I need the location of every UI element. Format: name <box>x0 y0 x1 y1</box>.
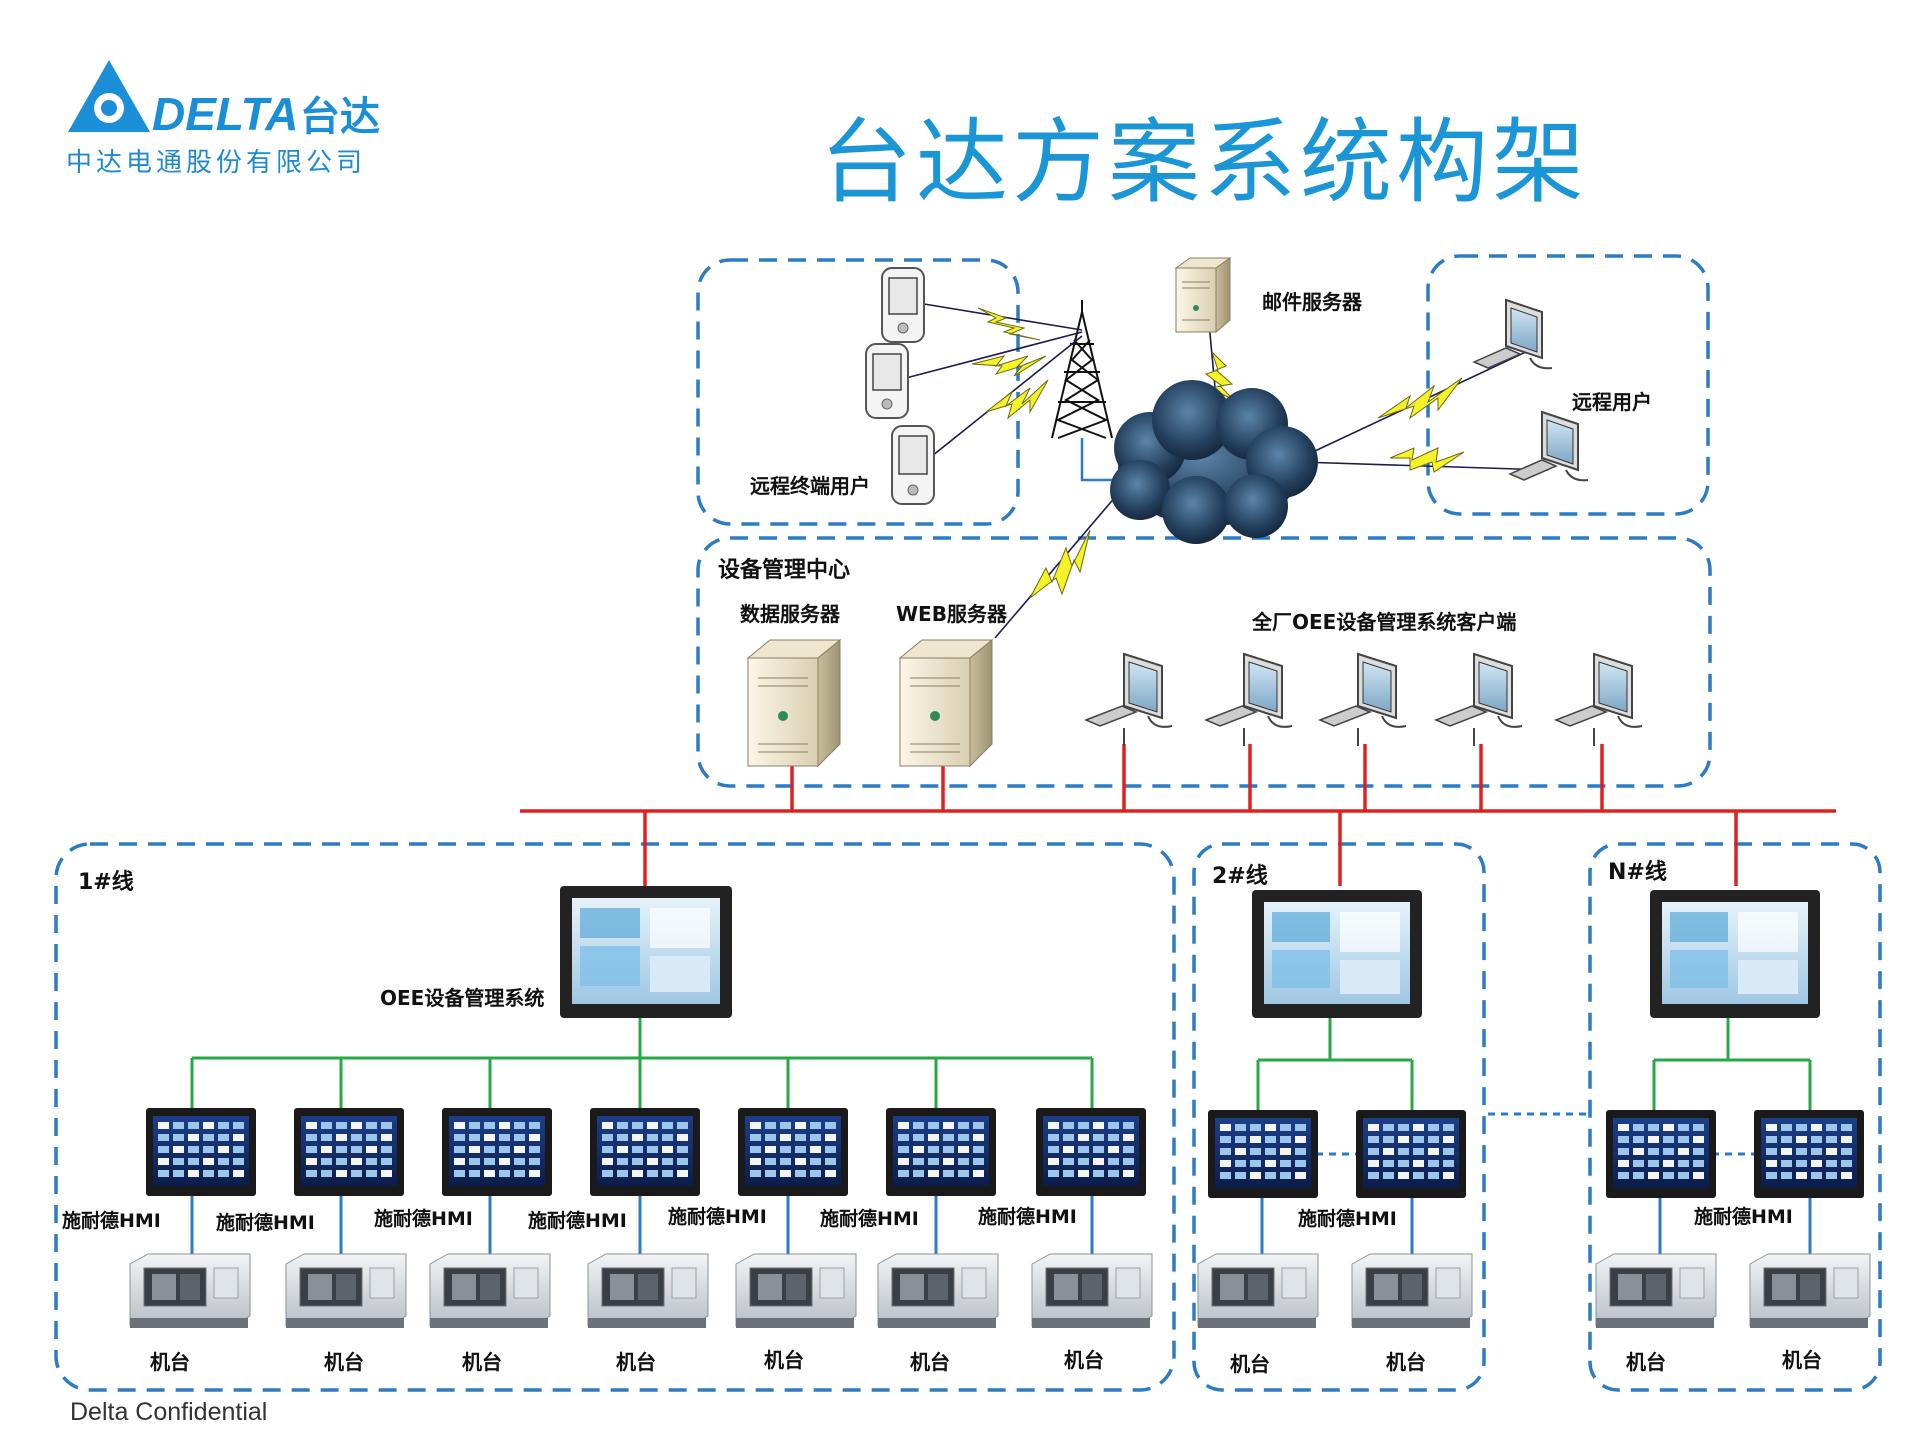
remote-terminal-label: 远程终端用户 <box>750 474 870 498</box>
hmi-panel-icon <box>1606 1110 1716 1198</box>
remote-terminal-region <box>696 258 1020 526</box>
line1-region <box>54 842 1176 1392</box>
machine-icon <box>1749 1253 1871 1328</box>
hmi-label: 施耐德HMI <box>668 1206 767 1228</box>
machine-label: 机台 <box>1782 1348 1822 1372</box>
delta-logo: DELTA 台达 <box>68 60 380 140</box>
machine-icon <box>1351 1253 1473 1328</box>
hmi-label: 施耐德HMI <box>528 1210 627 1232</box>
machine-icon <box>735 1253 857 1328</box>
machine-label: 机台 <box>910 1350 950 1374</box>
hmi-panels <box>146 1108 1864 1254</box>
hmi-panel-icon <box>1036 1108 1146 1196</box>
page-title: 台达方案系统构架 <box>820 109 1589 216</box>
data-server-icon <box>746 638 842 768</box>
management-center-title: 设备管理中心 <box>718 558 851 583</box>
client-pc-icon <box>1554 652 1643 746</box>
hmi-label: 施耐德HMI <box>374 1208 473 1230</box>
logo-text: DELTA <box>152 88 299 140</box>
hmi-label: 施耐德HMI <box>1298 1208 1397 1230</box>
remote-users-label: 远程用户 <box>1572 390 1652 414</box>
machine-icon <box>129 1253 251 1328</box>
line2-fieldbus <box>1256 1018 1414 1110</box>
mail-server-icon <box>1174 257 1232 334</box>
hmi-label: 施耐德HMI <box>1694 1206 1793 1228</box>
logo-cn: 台达 <box>300 94 380 140</box>
tower-cable <box>1080 438 1122 482</box>
machine-icon <box>1197 1253 1319 1328</box>
hmi-panel-icon <box>1754 1110 1864 1198</box>
machine-label: 机台 <box>764 1348 804 1372</box>
machine-label: 机台 <box>1386 1350 1426 1374</box>
line1-label: 1#线 <box>78 870 134 895</box>
oee-monitor-lineN <box>1650 890 1820 1018</box>
hmi-panel-icon <box>590 1108 700 1196</box>
machine-label: 机台 <box>462 1350 502 1374</box>
remote-user-computers <box>1472 298 1589 482</box>
hmi-panel-icon <box>294 1108 404 1196</box>
oee-monitor-line2 <box>1252 890 1422 1018</box>
hmi-label: 施耐德HMI <box>978 1206 1077 1228</box>
lineN-fieldbus <box>1652 1018 1812 1110</box>
mobile-phones <box>865 267 935 505</box>
hmi-label: 施耐德HMI <box>820 1208 919 1230</box>
machine-label: 机台 <box>1064 1348 1104 1372</box>
oee-system-label: OEE设备管理系统 <box>380 986 545 1010</box>
oee-clients-label: 全厂OEE设备管理系统客户端 <box>1252 610 1517 634</box>
remote-users-region <box>1426 254 1710 516</box>
machine-icon <box>877 1253 999 1328</box>
line2-label: 2#线 <box>1212 864 1268 889</box>
internet-cloud-icon <box>1110 380 1318 544</box>
lineN-label: N#线 <box>1608 860 1667 885</box>
hmi-panel-icon <box>442 1108 552 1196</box>
region-borders <box>54 254 1882 1392</box>
client-pc-icon <box>1084 652 1173 746</box>
machine-label: 机台 <box>324 1350 364 1374</box>
hmi-panel-icon <box>738 1108 848 1196</box>
machine-icon <box>1595 1253 1717 1328</box>
machine-icon <box>1031 1253 1153 1328</box>
hmi-panel-icon <box>1356 1110 1466 1198</box>
machine-icon <box>587 1253 709 1328</box>
hmi-label: 施耐德HMI <box>62 1210 161 1232</box>
footer-confidential: Delta Confidential <box>70 1398 268 1426</box>
web-server-label: WEB服务器 <box>896 602 1007 626</box>
client-pc-icon <box>1434 652 1523 746</box>
machine-icon <box>285 1253 407 1328</box>
machines <box>129 1253 1871 1328</box>
machine-label: 机台 <box>1230 1352 1270 1376</box>
lightning-icons <box>971 307 1465 599</box>
web-server-icon <box>898 638 994 768</box>
data-server-label: 数据服务器 <box>740 602 840 626</box>
line1-fieldbus <box>190 1016 1094 1108</box>
machine-label: 机台 <box>1626 1350 1666 1374</box>
client-pc-icon <box>1204 652 1293 746</box>
hmi-panel-icon <box>1208 1110 1318 1198</box>
machine-label: 机台 <box>150 1350 190 1374</box>
machine-icon <box>429 1253 551 1328</box>
company-name: 中达电通股份有限公司 <box>66 148 367 178</box>
client-pc-icon <box>1318 652 1407 746</box>
mail-server-label: 邮件服务器 <box>1262 290 1362 314</box>
client-pcs <box>1084 652 1643 746</box>
oee-monitor-line1 <box>560 886 732 1018</box>
ethernet-backbone <box>520 744 1836 886</box>
radio-tower-icon <box>1051 300 1113 439</box>
machine-label: 机台 <box>616 1350 656 1374</box>
hmi-label: 施耐德HMI <box>216 1212 315 1234</box>
hmi-panel-icon <box>886 1108 996 1196</box>
hmi-panel-icon <box>146 1108 256 1196</box>
